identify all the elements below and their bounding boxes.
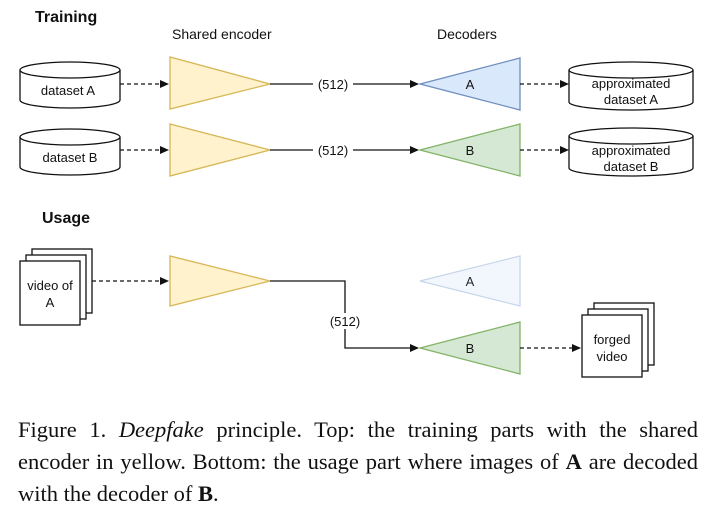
faded-decoder-a-triangle	[419, 255, 521, 307]
caption-bold-a: A	[565, 449, 582, 474]
forged-video-line1: forged	[594, 332, 631, 347]
usage-latent-dim-label: (512)	[330, 314, 360, 329]
encoder-triangle-b	[169, 123, 273, 177]
usage-encoder-triangle	[169, 255, 271, 307]
decoder-b-label: B	[466, 143, 475, 158]
approx-b-line2: dataset B	[604, 159, 659, 174]
approx-a-line1: approximated	[592, 76, 671, 91]
approx-a-line2: dataset A	[604, 92, 659, 107]
training-title: Training	[35, 9, 97, 26]
video-of-a-stack: video of A	[19, 248, 93, 326]
dataset-a-cylinder: dataset A	[19, 61, 121, 109]
caption-text2: are decoded with the decoder of	[18, 449, 698, 506]
forged-video-stack: forged video	[581, 302, 655, 378]
latent-dim-label-b: (512)	[318, 143, 348, 158]
dataset-b-cylinder: dataset B	[19, 128, 121, 176]
deepfake-diagram: Training Shared encoder Decoders Usage d…	[19, 9, 694, 378]
encoder-triangle-a	[169, 56, 273, 110]
video-of-a-line2: A	[46, 295, 55, 310]
caption-label: Figure 1.	[18, 417, 107, 442]
faded-decoder-a-label: A	[466, 274, 475, 289]
usage-latent-label-bg	[325, 313, 365, 329]
approx-dataset-b-cylinder: approximated dataset B	[568, 127, 694, 177]
decoder-a-label: A	[466, 77, 475, 92]
caption-bold-b: B	[197, 481, 213, 506]
latent-dim-label-a: (512)	[318, 77, 348, 92]
forged-video-line2: video	[596, 349, 627, 364]
latent-label-bg-a	[313, 76, 353, 92]
figure-caption: Figure 1. Deepfake principle. Top: the t…	[18, 414, 698, 510]
approx-b-line1: approximated	[592, 143, 671, 158]
decoders-header: Decoders	[437, 26, 497, 42]
usage-decoder-b-label: B	[466, 341, 475, 356]
video-of-a-line1: video of	[27, 278, 73, 293]
caption-end: .	[212, 481, 219, 506]
caption-text1: principle. Top: the training parts with …	[18, 417, 699, 474]
latent-label-bg-b	[313, 142, 353, 158]
dataset-a-label: dataset A	[41, 83, 96, 98]
approx-dataset-a-cylinder: approximated dataset A	[568, 61, 694, 111]
usage-title: Usage	[42, 210, 90, 227]
encoder-header: Shared encoder	[172, 26, 272, 42]
dataset-b-label: dataset B	[43, 150, 98, 165]
caption-term: Deepfake	[118, 417, 204, 442]
